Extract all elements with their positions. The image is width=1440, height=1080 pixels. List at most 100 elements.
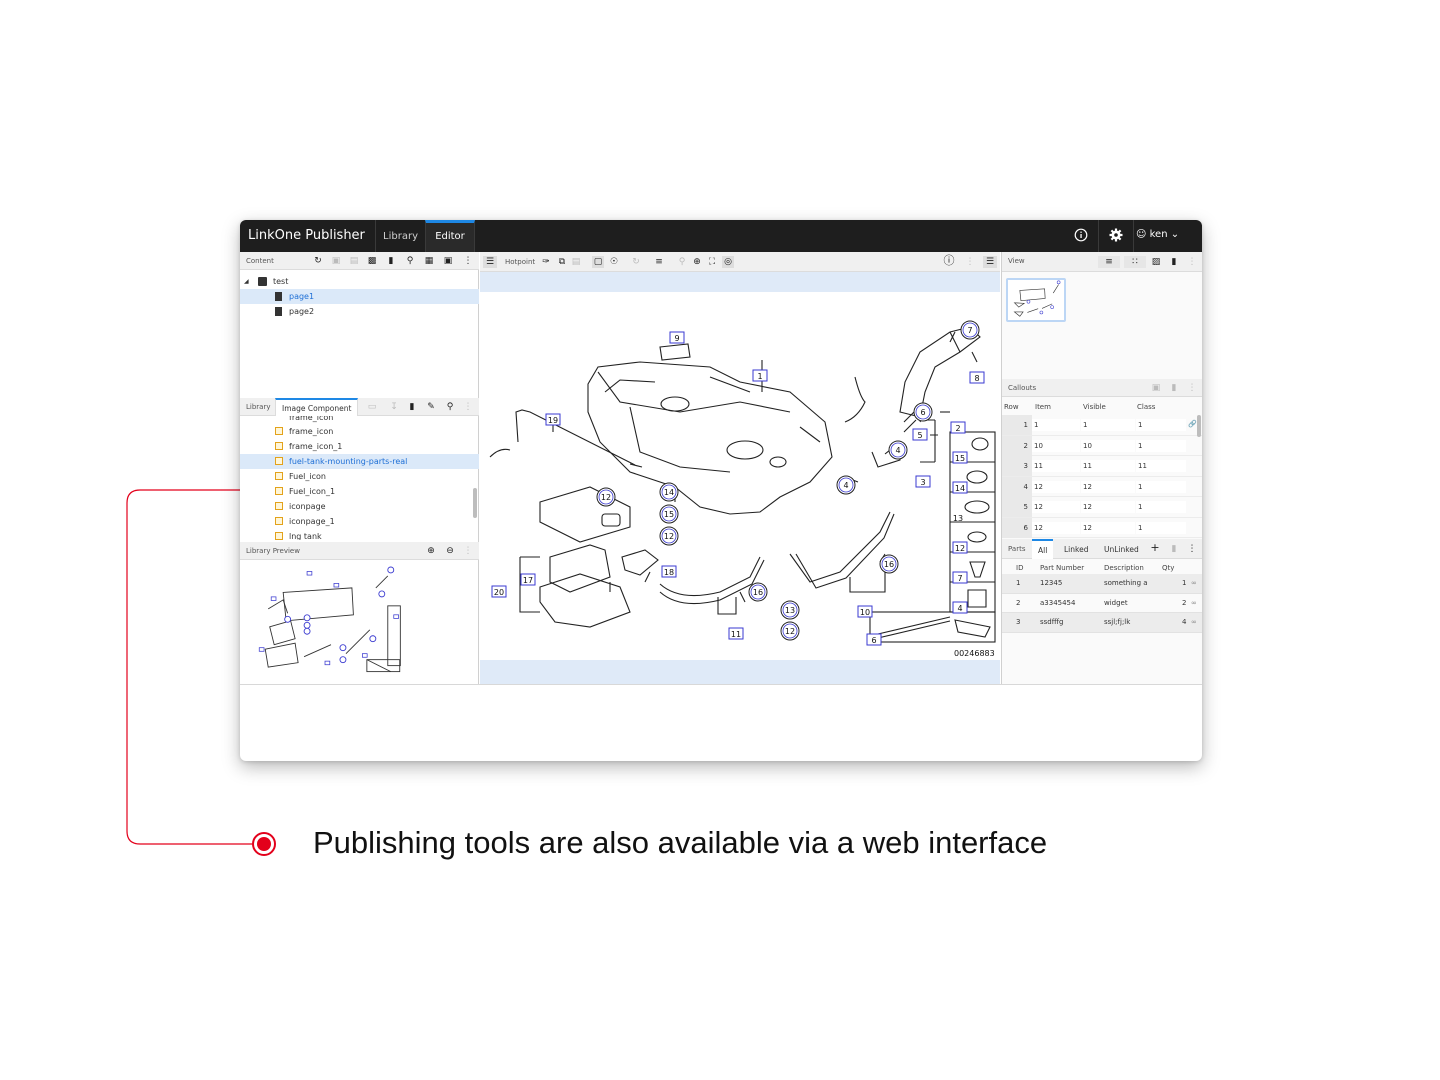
item-cell[interactable]: 12 [1032,521,1080,534]
column-header[interactable]: Part Number [1040,564,1085,572]
list-item[interactable]: Fuel_icon_1 [240,484,479,499]
column-header[interactable]: Visible [1083,403,1106,411]
callout-marker[interactable]: 19 [545,413,561,426]
gear-icon[interactable] [1098,220,1134,252]
more-icon[interactable]: ⋮ [965,257,975,267]
callout-marker[interactable]: 1 [752,369,768,382]
column-header[interactable]: ID [1016,564,1024,572]
comment-icon[interactable]: ▤ [571,257,581,267]
caret-down-icon[interactable]: ◢ [244,278,249,285]
table-row[interactable]: 5 12 12 1 [1002,497,1202,518]
refresh-icon[interactable]: ↻ [314,256,322,266]
more-icon[interactable]: ⋮ [463,256,473,266]
list-item[interactable]: iconpage_1 [240,514,479,529]
callout-marker[interactable]: 14 [659,482,679,502]
table-row[interactable]: 4 12 12 1 [1002,476,1202,497]
list-item[interactable]: frame_icon [240,416,479,424]
column-header[interactable]: Qty [1162,564,1175,572]
zoom-out-icon[interactable]: ⚲ [678,257,686,267]
add-icon[interactable]: + [1150,541,1160,554]
callout-marker[interactable]: 12 [952,541,968,554]
zoom-in-icon[interactable]: ⊕ [693,257,701,267]
visible-cell[interactable]: 1 [1081,419,1135,431]
link-icon[interactable]: ∞ [1191,598,1197,607]
callout-marker[interactable]: 18 [661,565,677,578]
delete-icon[interactable]: ▮ [1171,257,1177,267]
folder-icon[interactable]: ▤ [349,256,359,266]
callout-marker[interactable]: 15 [659,504,679,524]
user-menu[interactable]: ☺ ken ⌄ [1136,229,1179,240]
more-icon[interactable]: ⋮ [1187,257,1197,267]
callout-marker[interactable]: 10 [857,605,873,618]
callout-marker[interactable]: 15 [952,451,968,464]
column-header[interactable]: Item [1035,403,1051,411]
rectangle-tool-icon[interactable]: ▢ [592,256,604,268]
library-scrollbar[interactable] [473,488,477,518]
tab-all[interactable]: All [1032,539,1054,559]
callout-marker[interactable]: 7 [952,571,968,584]
tab-unlinked[interactable]: UnLinked [1104,545,1139,554]
callout-marker[interactable]: 20 [491,585,507,598]
column-header[interactable]: Description [1104,564,1144,572]
class-cell[interactable]: 1 [1136,480,1186,493]
zoom-out-icon[interactable]: ⊖ [446,546,454,556]
menu-icon[interactable]: ☰ [983,256,997,268]
class-cell[interactable]: 1 [1136,419,1186,431]
rotate-icon[interactable]: ↻ [632,257,640,267]
list-item[interactable]: fuel-tank-mounting-parts-real [240,454,479,469]
callout-marker[interactable]: 16 [748,582,768,602]
callout-marker[interactable]: 8 [969,371,985,384]
link-icon[interactable]: ∞ [1191,579,1197,587]
callout-marker[interactable]: 17 [520,573,536,586]
table-row[interactable]: 1 12345 something a 1 ∞ [1002,574,1202,594]
callout-marker[interactable]: 12 [780,621,800,641]
edit-icon[interactable]: ✎ [427,402,435,412]
item-cell[interactable]: 11 [1032,460,1080,472]
callout-marker[interactable]: 4 [836,475,856,495]
callout-marker[interactable]: 13 [780,600,800,620]
callout-marker[interactable]: 7 [960,320,980,340]
table-row[interactable]: 3 ssdfffg ssjl;fj;lk 4 ∞ [1002,613,1202,633]
delete-icon[interactable]: ▮ [388,256,394,266]
callout-marker[interactable]: 12 [659,526,679,546]
class-cell[interactable]: 1 [1136,521,1186,534]
callout-marker[interactable]: 12 [596,487,616,507]
more-icon[interactable]: ⋮ [463,546,473,556]
callout-marker[interactable]: 4 [952,601,968,614]
search-icon[interactable]: ⚲ [406,256,414,266]
info-icon[interactable]: ⓘ [943,254,955,267]
more-icon[interactable]: ⋮ [463,402,473,412]
more-icon[interactable]: ⋮ [1187,544,1197,554]
table-row[interactable]: 1 1 1 1 🔗 [1002,415,1202,436]
callout-marker[interactable]: 14 [952,481,968,494]
tab-library[interactable]: Library [375,220,425,252]
copy-icon[interactable]: ⧉ [558,257,566,267]
tab-image-component[interactable]: Image Component [275,398,359,416]
table-row[interactable]: 3 11 11 11 [1002,456,1202,477]
image-icon[interactable]: ▣ [443,256,453,266]
menu-icon[interactable]: ☰ [483,256,497,268]
list-item[interactable]: frame_icon [240,424,479,439]
tree-node-test[interactable]: ◢ test [240,274,479,289]
save-icon[interactable]: ▣ [331,256,341,266]
list-item[interactable]: lng tank [240,529,479,540]
visible-cell[interactable]: 12 [1081,480,1135,493]
table-row[interactable]: 6 12 12 1 [1002,517,1202,538]
page-thumbnail[interactable] [1006,278,1066,322]
image-icon[interactable]: ▭ [367,402,377,412]
link-icon[interactable]: ∞ [1191,618,1197,626]
class-cell[interactable]: 11 [1136,460,1186,472]
fit-screen-icon[interactable]: ⛶ [708,257,716,267]
grid-icon[interactable]: ▦ [424,256,434,266]
link-icon[interactable]: 🔗 [1188,420,1197,428]
callout-marker[interactable]: 6 [866,633,882,646]
table-row[interactable]: 2 a3345454 widget 2 ∞ [1002,594,1202,613]
callouts-scrollbar[interactable] [1197,415,1201,437]
add-page-icon[interactable]: ▨ [1151,257,1161,267]
new-page-icon[interactable]: ▩ [367,256,377,266]
globe-icon[interactable]: ◎ [722,256,734,268]
table-row[interactable]: 2 10 10 1 [1002,435,1202,456]
info-icon[interactable] [1063,220,1099,252]
list-item[interactable]: frame_icon_1 [240,439,479,454]
callout-marker[interactable]: 2 [950,421,966,434]
